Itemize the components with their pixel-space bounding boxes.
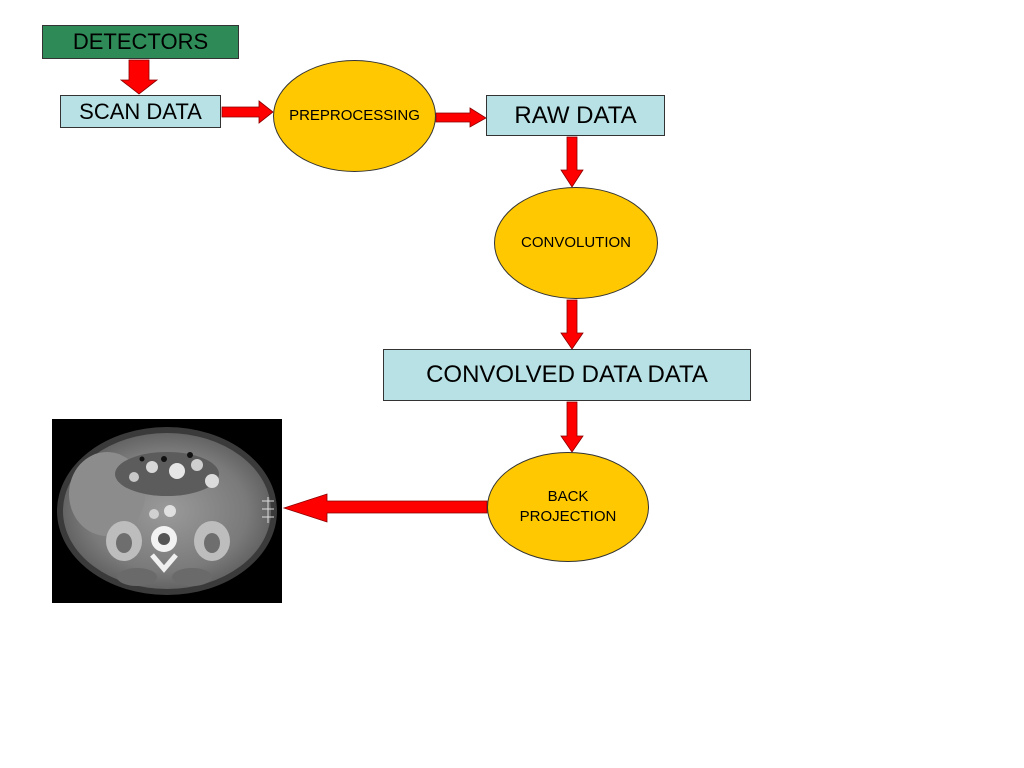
preprocessing-ellipse: PREPROCESSING [273,60,436,172]
convolution-ellipse: CONVOLUTION [494,187,658,299]
convolved-data-label: CONVOLVED DATA DATA [426,361,708,388]
raw-data-box: RAW DATA [486,95,665,136]
detectors-box: DETECTORS [42,25,239,59]
ct-scan-illustration [57,427,277,595]
convolution-label: CONVOLUTION [520,234,631,251]
arrow-convolved-data-to-back-projection [560,401,584,453]
back-projection-ellipse: BACK PROJECTION [487,452,649,562]
detectors-label: DETECTORS [72,29,209,54]
arrow-detectors-to-scan-data [119,59,159,95]
arrow-raw-data-to-convolution [560,136,584,188]
back-projection-label-line2: PROJECTION [519,508,617,525]
arrow-scan-data-to-preprocessing [221,100,274,124]
scan-data-box: SCAN DATA [60,95,221,128]
raw-data-label: RAW DATA [514,101,637,129]
arrow-back-projection-to-ct-image [282,493,488,523]
convolved-data-box: CONVOLVED DATA DATA [383,349,751,401]
scan-data-label: SCAN DATA [79,98,202,124]
back-projection-label-line1: BACK [547,488,589,505]
ct-scan-image [52,419,282,603]
preprocessing-label: PREPROCESSING [289,107,420,124]
arrow-preprocessing-to-raw-data [435,107,487,128]
arrow-convolution-to-convolved-data [560,299,584,350]
